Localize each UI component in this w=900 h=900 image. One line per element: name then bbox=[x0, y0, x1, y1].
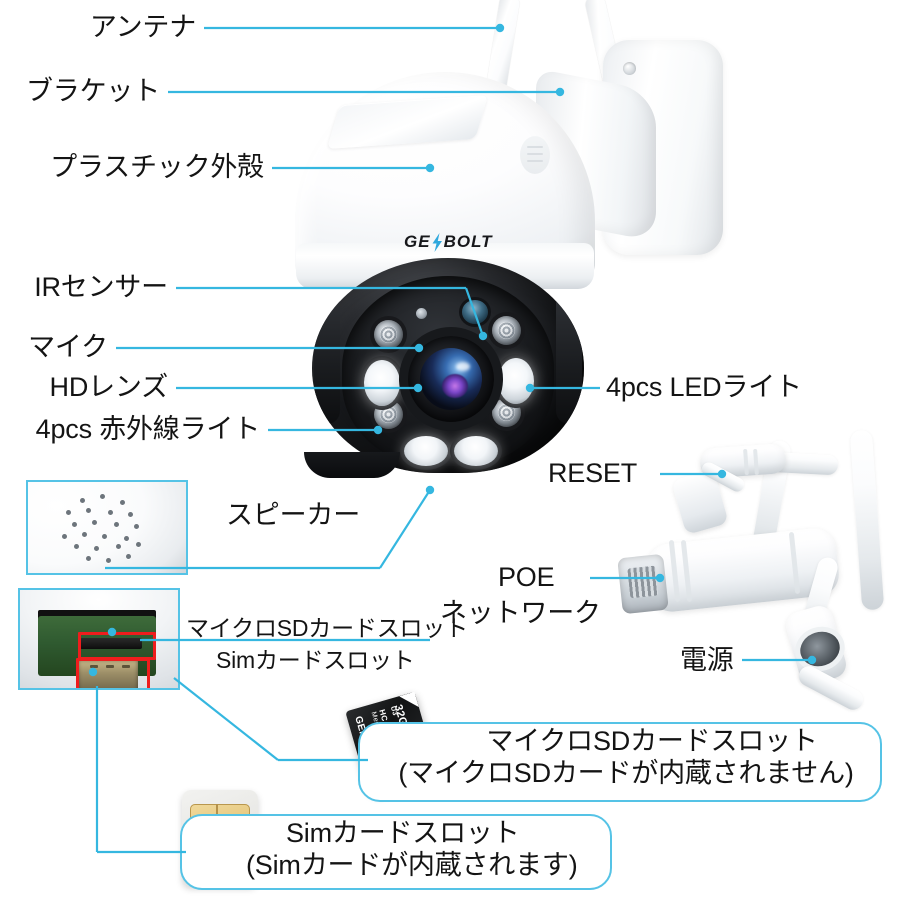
brand-logo-text-right: BOLT bbox=[443, 232, 493, 251]
label-poe-line2: ネットワーク bbox=[440, 598, 601, 628]
brand-logo-text-left: GE bbox=[404, 232, 431, 251]
ir-led-top-right bbox=[492, 316, 521, 345]
card-slot-closeup bbox=[18, 588, 180, 690]
microphone bbox=[416, 308, 427, 319]
label-poe-line1: POE bbox=[498, 562, 555, 592]
lightning-bolt-icon bbox=[432, 232, 442, 252]
label-ir-lights: 4pcs 赤外線ライト bbox=[35, 414, 261, 444]
white-led-right bbox=[498, 358, 534, 404]
white-led-bottom-left bbox=[404, 436, 448, 466]
microsd-callout-box bbox=[358, 722, 882, 802]
label-mic: マイク bbox=[28, 332, 108, 362]
vent-icon bbox=[520, 136, 550, 174]
label-power: 電源 bbox=[680, 645, 734, 675]
label-ir-sensor: IRセンサー bbox=[34, 272, 168, 302]
callout-sim-line2: (Simカードが内蔵されます) bbox=[246, 850, 578, 880]
sim-callout-box bbox=[180, 814, 612, 890]
sim-highlight-box bbox=[76, 658, 150, 688]
label-led-lights: 4pcs LEDライト bbox=[606, 372, 802, 402]
hd-lens bbox=[408, 336, 494, 422]
label-bracket: ブラケット bbox=[26, 76, 160, 106]
white-led-bottom-right bbox=[454, 436, 498, 466]
brand-logo: GE BOLT bbox=[404, 232, 493, 252]
dome-wing-left bbox=[314, 274, 340, 424]
lens-highlight bbox=[456, 362, 470, 371]
white-led-left bbox=[364, 360, 400, 406]
ir-led-top-left bbox=[374, 320, 403, 349]
callout-microsd-line1: マイクロSDカードスロット bbox=[486, 726, 818, 756]
lens-glass bbox=[420, 348, 482, 410]
microsd-slot-hw bbox=[80, 638, 142, 649]
rj45-ethernet-port bbox=[617, 553, 669, 615]
label-antenna: アンテナ bbox=[89, 12, 196, 42]
callout-microsd-line2: (マイクロSDカードが内蔵されません) bbox=[398, 758, 854, 788]
lens-iris bbox=[442, 374, 468, 398]
label-reset: RESET bbox=[548, 458, 638, 488]
label-sim-slot: Simカードスロット bbox=[216, 647, 415, 673]
ir-sensor bbox=[462, 300, 488, 324]
label-hd-lens: HDレンズ bbox=[49, 372, 169, 402]
pcb-board bbox=[38, 616, 156, 688]
label-microsd-slot: マイクロSDカードスロット bbox=[186, 615, 468, 641]
cable-right-bundle bbox=[849, 429, 885, 611]
dome-wing-right bbox=[556, 274, 582, 424]
label-speaker: スピーカー bbox=[226, 500, 360, 530]
microsd-highlight-box bbox=[78, 632, 156, 660]
dome-base bbox=[304, 452, 400, 478]
label-plastic-shell: プラスチック外殻 bbox=[50, 152, 264, 182]
camera-dome-ball bbox=[312, 258, 584, 473]
speaker-closeup bbox=[26, 480, 188, 575]
sim-slot-hw bbox=[78, 660, 138, 688]
callout-sim-line1: Simカードスロット bbox=[286, 818, 520, 848]
